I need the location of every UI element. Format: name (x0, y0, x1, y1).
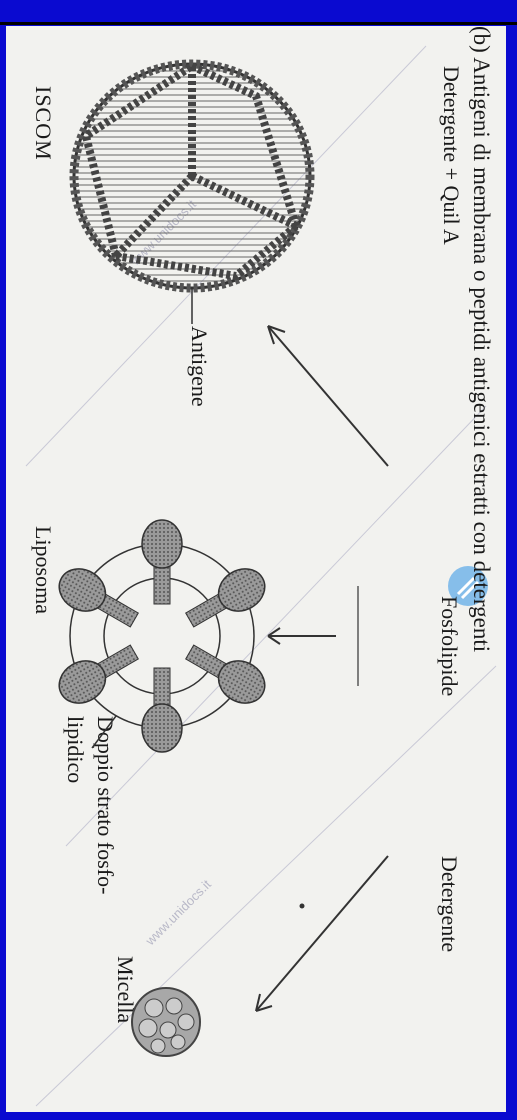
label-detergente-quil: Detergente + Quil A (439, 66, 464, 245)
caption: (b) Antigeni di membrana o peptidi antig… (469, 26, 494, 652)
arrow-detergente (256, 856, 388, 1011)
label-iscom: ISCOM (31, 86, 56, 161)
watermark-2: www.unidocs.it (142, 876, 214, 948)
label-fosfolipide: Fosfolipide (437, 596, 462, 696)
micelle-structure (132, 988, 200, 1056)
label-doppio-strato-2: lipidico (63, 716, 88, 783)
label-liposoma: Liposoma (31, 526, 56, 614)
diagram-canvas: www.unidocs.it www.unidocs.it (b) Antige… (6, 26, 506, 1112)
arrow-fosfolipide (268, 586, 358, 686)
top-border (0, 22, 517, 25)
iscom-structure (74, 64, 310, 288)
small-dot (300, 904, 305, 909)
arrow-quil-to-iscom (268, 326, 388, 466)
label-antigene: Antigene (187, 326, 212, 407)
label-detergente: Detergente (437, 856, 462, 952)
diagram-panel: www.unidocs.it www.unidocs.it (b) Antige… (6, 26, 506, 1112)
